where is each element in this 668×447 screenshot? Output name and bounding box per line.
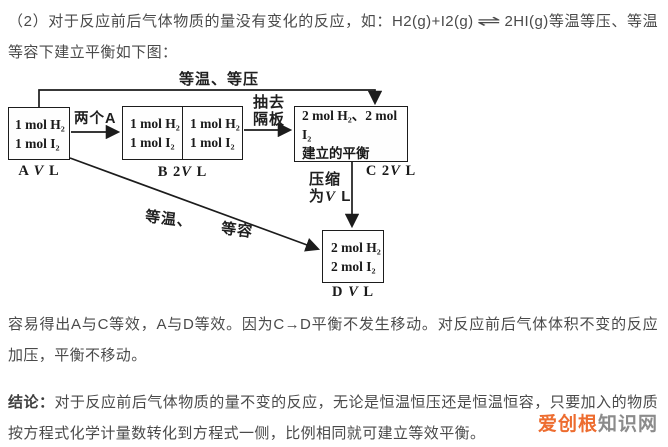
watermark: 爱创根知识网 <box>538 409 658 436</box>
arrow-a-to-c-isobaric <box>38 89 383 107</box>
caption-d-volume: V <box>348 284 359 300</box>
caption-c-unit: L <box>400 163 417 179</box>
container-d-box: 2 mol H₂ 2 mol I₂ <box>322 230 384 283</box>
label-compress-line1: 压缩 <box>309 171 342 188</box>
equation-right: 2HI(g) <box>504 13 549 30</box>
conclusion-label: 结论： <box>8 394 55 411</box>
caption-d-unit: L <box>358 284 375 300</box>
box-a-line1: 1 mol H₂ <box>15 116 65 132</box>
caption-c-pre: C 2 <box>365 163 391 179</box>
diagram-arrows <box>38 89 383 252</box>
equation-left: H2(g)+I2(g) <box>392 13 474 30</box>
container-a-box: 1 mol H₂ 1 mol I₂ <box>8 107 70 160</box>
compress-volume-v: V <box>325 189 337 205</box>
chemical-equation: H2(g)+I2(g)⇌2HI(g) <box>392 12 549 30</box>
box-b-cell2-line1: 1 mol H₂ <box>190 116 240 131</box>
container-a-caption: A V L <box>8 163 70 180</box>
caption-a-pre: A <box>18 163 34 179</box>
container-b-cell2: 1 mol H₂ 1 mol I₂ <box>182 107 242 159</box>
label-compress-line2: 为V L <box>309 188 351 206</box>
caption-b-volume: V <box>181 164 192 180</box>
box-b-cell2-line2: 1 mol I₂ <box>190 135 235 150</box>
box-b-cell1-line2: 1 mol I₂ <box>130 135 175 150</box>
caption-b-unit: L <box>191 164 208 180</box>
box-d-line2: 2 mol I₂ <box>331 258 376 274</box>
box-b-cell1-line1: 1 mol H₂ <box>130 116 180 131</box>
caption-a-volume: V <box>33 163 45 179</box>
analysis-paragraph: 容易得出A与C等效，A与D等效。因为C→D平衡不发生移动。对反应前后气体体积不变… <box>8 316 658 364</box>
label-two-of-a: 两个A <box>74 111 117 127</box>
equilibrium-flow-diagram: 等温、等压 两个A 抽去 隔板 压缩 为V L 等温、 等容 1 mol H₂ … <box>0 70 668 302</box>
label-isothermal-isobaric: 等温、等压 <box>179 71 260 88</box>
container-b-caption: B 2V L <box>122 164 243 181</box>
caption-b-pre: B 2 <box>157 164 182 180</box>
label-compress-to-v: 压缩 为V L <box>309 171 351 206</box>
intro-suffix: 等温等压、等温等容下建立平衡如下图： <box>8 13 658 61</box>
box-c-line1: 2 mol H₂、2 mol I₂ <box>302 107 398 142</box>
intro-prefix: （2）对于反应前后气体物质的量没有变化的反应，如： <box>8 13 393 30</box>
caption-a-unit: L <box>44 163 60 179</box>
label-remove-partition-line1: 抽去 <box>252 94 285 111</box>
caption-c-volume: V <box>390 163 401 179</box>
watermark-suffix: 知识网 <box>597 414 658 435</box>
container-d-caption: D V L <box>322 284 384 301</box>
conclusion-paragraph: 结论：对于反应前后气体物质的量不变的反应，无论是恒温恒压还是恒温恒容，只要加入的… <box>0 387 668 447</box>
compress-pre: 为 <box>309 188 326 205</box>
label-remove-partition: 抽去 隔板 <box>247 94 291 128</box>
container-c-caption: C 2V L <box>358 163 424 180</box>
container-c-box: 2 mol H₂、2 mol I₂ 建立的平衡 <box>294 106 408 162</box>
container-b-box: 1 mol H₂ 1 mol I₂ 1 mol H₂ 1 mol I₂ <box>122 106 243 160</box>
arrow-a-to-d-isochoric <box>69 157 321 252</box>
intro-paragraph: （2）对于反应前后气体物质的量没有变化的反应，如：H2(g)+I2(g)⇌2HI… <box>0 0 668 68</box>
box-d-line1: 2 mol H₂ <box>331 239 381 255</box>
box-a-line2: 1 mol I₂ <box>15 135 60 151</box>
container-b-cell1: 1 mol H₂ 1 mol I₂ <box>123 107 182 159</box>
label-remove-partition-line2: 隔板 <box>252 111 285 128</box>
watermark-brand: 爱创根 <box>537 414 598 435</box>
caption-d-pre: D <box>331 284 349 300</box>
conclusion-text: 对于反应前后气体物质的量不变的反应，无论是恒温恒压还是恒温恒容，只要加入的物质按… <box>8 394 658 442</box>
equilibrium-arrow-icon: ⇌ <box>476 12 502 30</box>
box-c-line2: 建立的平衡 <box>302 145 370 161</box>
compress-unit: L <box>336 188 352 205</box>
